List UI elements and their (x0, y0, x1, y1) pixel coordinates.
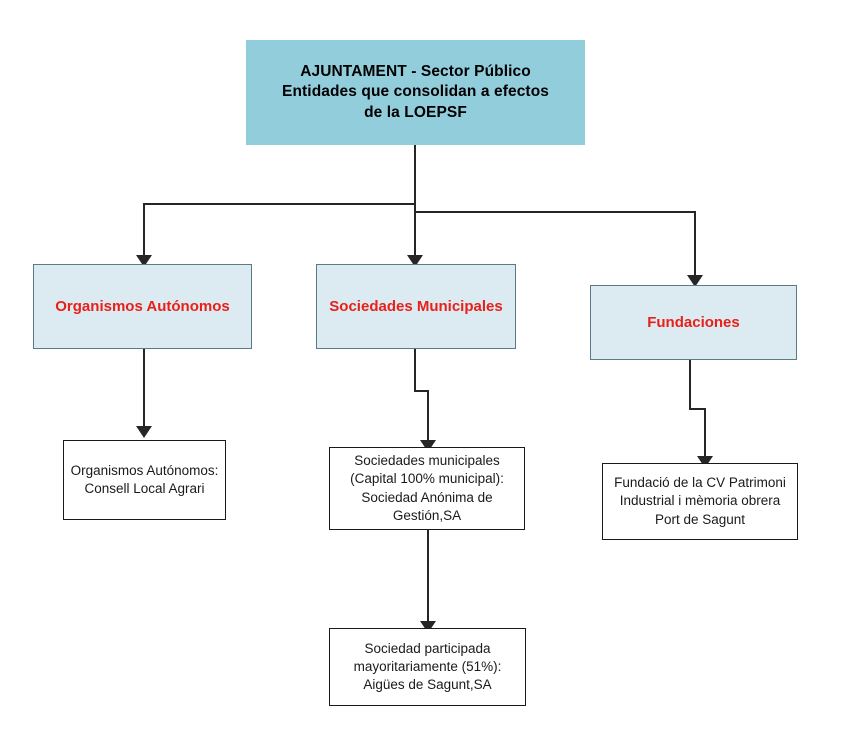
edge-fundaciones-to-leaf-jog (689, 408, 706, 410)
edge-branch-left-horizontal (143, 203, 416, 205)
edge-branch-left-drop (143, 203, 145, 259)
edge-sociedades-leaf-to-participada (427, 530, 429, 627)
node-root-ajuntament: AJUNTAMENT - Sector Público Entidades qu… (246, 40, 585, 145)
node-category-fundaciones: Fundaciones (590, 285, 797, 360)
edge-root-stem (414, 145, 416, 213)
node-category-sociedades-municipales: Sociedades Municipales (316, 264, 516, 349)
edge-organismos-to-leaf (143, 349, 145, 432)
node-leaf-fundacio-cv-patrimoni: Fundació de la CV Patrimoni Industrial i… (602, 463, 798, 540)
edge-branch-right-drop (694, 211, 696, 279)
edge-fundaciones-to-leaf-upper (689, 360, 691, 410)
edge-sociedades-to-leaf-jog (414, 390, 429, 392)
edge-branch-center-drop (414, 211, 416, 259)
edge-sociedades-to-leaf-upper (414, 349, 416, 392)
node-leaf-consell-local-agrari: Organismos Autónomos: Consell Local Agra… (63, 440, 226, 520)
node-leaf-aigues-de-sagunt: Sociedad participada mayoritariamente (5… (329, 628, 526, 706)
edge-sociedades-to-leaf-lower (427, 390, 429, 448)
edge-branch-right-horizontal (414, 211, 696, 213)
arrowhead-to-consell-local-agrari (136, 426, 152, 438)
arrowhead-to-fundaciones (687, 275, 703, 287)
node-category-organismos-autonomos: Organismos Autónomos (33, 264, 252, 349)
node-leaf-sociedad-anonima-gestion: Sociedades municipales (Capital 100% mun… (329, 447, 525, 530)
edge-fundaciones-to-leaf-lower (704, 408, 706, 464)
